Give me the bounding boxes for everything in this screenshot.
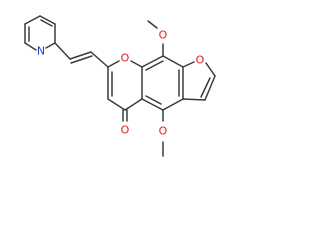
bond: [69, 51, 92, 60]
bond: [45, 42, 56, 49]
bond: [204, 75, 216, 101]
pyran-oxygen-label: O: [121, 52, 130, 65]
bond: [124, 98, 143, 111]
methoxy-top: [147, 20, 164, 57]
bond: [107, 60, 120, 68]
nitrogen-label: N: [37, 45, 45, 58]
bond: [147, 20, 158, 29]
bond: [24, 42, 37, 51]
furan-oxygen-label: O: [196, 54, 205, 67]
bond: [141, 98, 164, 111]
double-bond-line: [145, 95, 162, 105]
double-bond-line: [145, 60, 164, 71]
bond: [39, 15, 56, 25]
benzene-ring: [141, 55, 184, 111]
furan-ring: [182, 61, 216, 101]
bond: [182, 61, 195, 68]
bond: [107, 98, 126, 111]
bond: [130, 60, 143, 68]
pyranone-ring: [107, 60, 143, 122]
methoxy-bottom-oxygen-label: O: [159, 125, 168, 138]
bond: [162, 55, 184, 68]
double-bond-line: [40, 19, 53, 27]
bond: [182, 98, 206, 101]
vinyl-linker: [54, 42, 109, 68]
bond: [54, 42, 71, 60]
chemical-structure-diagram: N O O O O O: [24, 15, 216, 157]
bond: [162, 98, 184, 111]
pyridine-ring: [24, 15, 56, 51]
bond: [90, 51, 109, 68]
carbonyl-oxygen-label: O: [121, 124, 130, 137]
bond: [24, 15, 41, 25]
bond: [141, 55, 164, 68]
double-bond-line: [200, 77, 211, 98]
bond: [205, 62, 216, 77]
double-bond-line: [70, 55, 93, 64]
atom-labels: N O O O O O: [37, 29, 205, 138]
methoxy-top-oxygen-label: O: [159, 29, 168, 42]
